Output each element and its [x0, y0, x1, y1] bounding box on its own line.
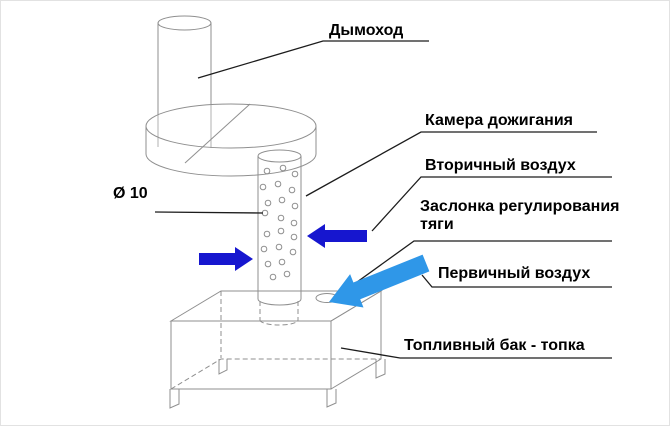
tank-leg	[326, 389, 337, 408]
tube-hole	[279, 164, 287, 172]
tube-hole	[269, 273, 277, 281]
label-primary-air: Первичный воздух	[438, 265, 591, 282]
leader-secondary-air	[371, 176, 612, 232]
label-draft-damper-line2: тяги	[420, 216, 454, 233]
leader-hole-diameter	[154, 211, 264, 214]
tube-hole	[263, 167, 271, 175]
leader-afterburner-chamber	[305, 131, 597, 197]
tube-hole	[275, 243, 283, 251]
label-draft-damper: Заслонка регулирования тяги	[420, 198, 620, 234]
tube-hole	[259, 183, 267, 191]
label-secondary-air: Вторичный воздух	[425, 157, 576, 174]
tube-hole	[290, 219, 298, 227]
drum-cut-line	[184, 103, 251, 164]
label-fuel-tank: Топливный бак - топка	[404, 337, 585, 354]
primary-air-arrow	[329, 254, 430, 308]
leader-draft-damper	[338, 240, 612, 296]
label-chimney: Дымоход	[329, 22, 404, 39]
tube-hole	[288, 186, 296, 194]
tank-leg	[218, 359, 228, 375]
tube-hole	[260, 245, 268, 253]
tube-hole	[291, 202, 299, 210]
leader-chimney	[197, 40, 429, 79]
tube-hole	[274, 180, 282, 188]
secondary-air-arrow-left	[199, 247, 253, 271]
secondary-air-arrow-right	[307, 224, 367, 248]
label-afterburner-chamber: Камера дожигания	[425, 112, 574, 129]
fuel-tank-box	[169, 290, 383, 390]
tube-hole	[264, 260, 272, 268]
tank-leg	[375, 359, 386, 379]
label-draft-damper-line1: Заслонка регулирования	[420, 198, 620, 215]
tube-hole	[289, 248, 297, 256]
tube-hole	[283, 270, 291, 278]
tank-leg	[169, 389, 180, 409]
label-hole-diameter: Ø 10	[113, 185, 148, 202]
tube-hole	[278, 258, 286, 266]
line-art	[145, 15, 386, 409]
tank-legs	[169, 359, 386, 409]
tube-hole	[291, 170, 299, 178]
chimney-pipe	[157, 15, 212, 148]
tube-hole	[277, 227, 285, 235]
tube-hole	[261, 209, 269, 217]
hidden-edges	[170, 291, 381, 390]
leader-primary-air	[421, 274, 612, 288]
leader-lines	[154, 40, 612, 359]
leader-fuel-tank	[340, 347, 612, 359]
tube-hole	[290, 233, 298, 241]
tube-hole	[278, 196, 286, 204]
tube-holes	[259, 164, 299, 281]
tube-hole	[277, 214, 285, 222]
secondary-air-arrows	[199, 224, 367, 271]
afterburner-drum	[145, 103, 317, 177]
burner-tube	[257, 149, 302, 306]
tube-hole	[263, 230, 271, 238]
tube-hole	[264, 199, 272, 207]
